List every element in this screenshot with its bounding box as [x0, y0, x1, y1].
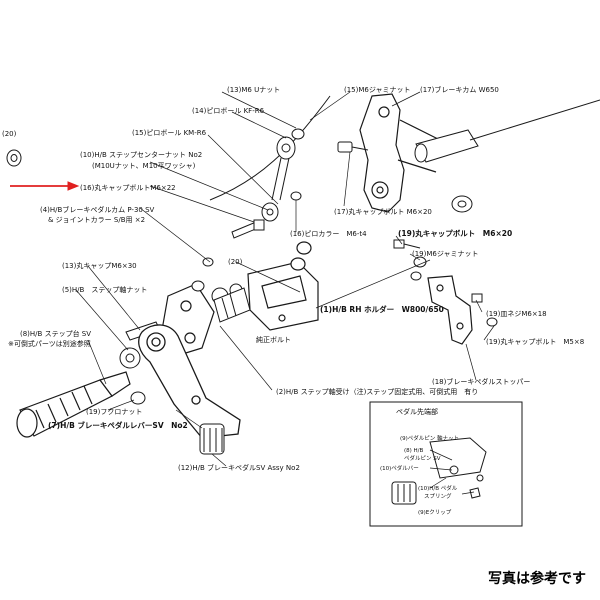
pillow-ball-15-part: [261, 191, 302, 222]
step-shaft-nut-part: [119, 347, 141, 369]
label-inset-pin: (8) H/B: [404, 448, 424, 454]
label-pedal-assy: (12)H/B ブレーキペダルSV Assy No2: [178, 463, 300, 472]
cap-part-19: [451, 195, 473, 213]
label-cap-bolt-17: (17)丸キャップボルト M6×20: [334, 207, 432, 216]
label-rh-holder: (1)H/B RH ホルダー W800/650: [320, 304, 444, 314]
label-step-shaft-nut: (5)H/B ステップ軸ナット: [62, 285, 147, 294]
flange-nut-part: [130, 391, 146, 405]
leader-lines: [75, 91, 495, 467]
step-shaft-bearing-part: [213, 287, 251, 323]
label-cap-bolt-19: (19)丸キャップボルト M6×20: [398, 228, 512, 238]
pedal-tip-part: [199, 423, 225, 455]
brake-cam-part: [359, 93, 441, 213]
label-inset-eclip: (9)Eクリップ: [418, 509, 452, 516]
reference-photo-note: 写真は参考です: [488, 571, 586, 587]
label-countersunk-screw: (19)皿ネジM6×18: [486, 310, 547, 318]
label-step-base: (8)H/B ステップ台 SV: [20, 329, 91, 338]
red-arrow-icon: [10, 181, 80, 191]
label-step-center-nut-sub: (M10Uナット、M10平ワッシャ): [92, 162, 196, 170]
brake-pedal-lever-part: [138, 324, 241, 439]
label-pedal-cam: (4)H/Bブレーキペダルカム P-30 SV: [40, 205, 155, 214]
label-cap-bolt-m5: (19)丸キャップボルト M5×8: [486, 337, 584, 346]
label-jam-nut-15: (15)M6ジャミナット: [344, 86, 411, 94]
label-pedal-cam-sub: & ジョイントカラー S/B用 ×2: [48, 216, 145, 224]
label-inset-spring: (10)H/B ペダル: [418, 484, 458, 492]
footpeg-part: [16, 371, 131, 438]
label-inset-title: ペダル先端部: [396, 407, 438, 416]
label-cap-m6x30: (13)丸キャップM6×30: [62, 261, 137, 270]
label-washer-20-mid: (20): [228, 258, 243, 266]
washer-20-left: [6, 149, 22, 167]
bolt-17-part: [337, 141, 369, 153]
right-bolts: [393, 239, 498, 327]
pedal-tip-detail-inset: [369, 401, 523, 527]
label-cap-bolt-16: (16)丸キャップボルトM6×22: [80, 183, 176, 192]
label-flange-nut: (19)フクロナット: [86, 408, 142, 416]
label-inset-pin-nut: (9)ペダルピン 軸ナット: [400, 434, 459, 442]
shaft-cylinder-part: [414, 99, 600, 163]
label-inset-spring-sub: スプリング: [424, 492, 452, 500]
pedal-stopper-part: [427, 275, 473, 345]
rh-holder-part: [247, 241, 319, 331]
label-pedal-stopper: (18)ブレーキペダルストッパー: [432, 377, 530, 386]
label-pillow-collar: (16)ピロカラー M6-t4: [290, 230, 367, 238]
label-oem-bolt: 純正ボルト: [256, 335, 291, 344]
label-washer-20: (20): [2, 130, 17, 138]
label-u-nut: (13)M6 Uナット: [227, 86, 280, 94]
part-labels: (20) (13)M6 Uナット (14)ピロボール KF-R6 (15)M6ジ…: [2, 85, 584, 516]
label-jam-nut-19: (19)M6ジャミナット: [412, 250, 479, 258]
cable-curve: [209, 95, 331, 201]
label-brake-cam: (17)ブレーキカム W650: [420, 85, 499, 94]
bolt-16-part: [231, 219, 265, 239]
label-folding-note: ※可倒式パーツは別途参照: [8, 339, 91, 348]
label-pedal-lever: (7)H/B ブレーキペダルレバーSV No2: [48, 420, 188, 430]
label-step-center-nut: (10)H/B ステップセンターナット No2: [80, 150, 202, 159]
label-inset-bar: (10)ペダルバー: [380, 464, 419, 472]
label-pillow-ball-km: (15)ピロボール KM-R6: [132, 129, 207, 137]
label-pillow-ball-kf: (14)ピロボール KF-R6: [192, 107, 265, 115]
pillow-ball-14-part: [271, 128, 305, 201]
label-step-bearing: (2)H/B ステップ軸受け（注)ステップ固定式用、可倒式用 有り: [276, 387, 478, 396]
label-inset-pin-sub: ペダルピン SV: [404, 454, 441, 462]
